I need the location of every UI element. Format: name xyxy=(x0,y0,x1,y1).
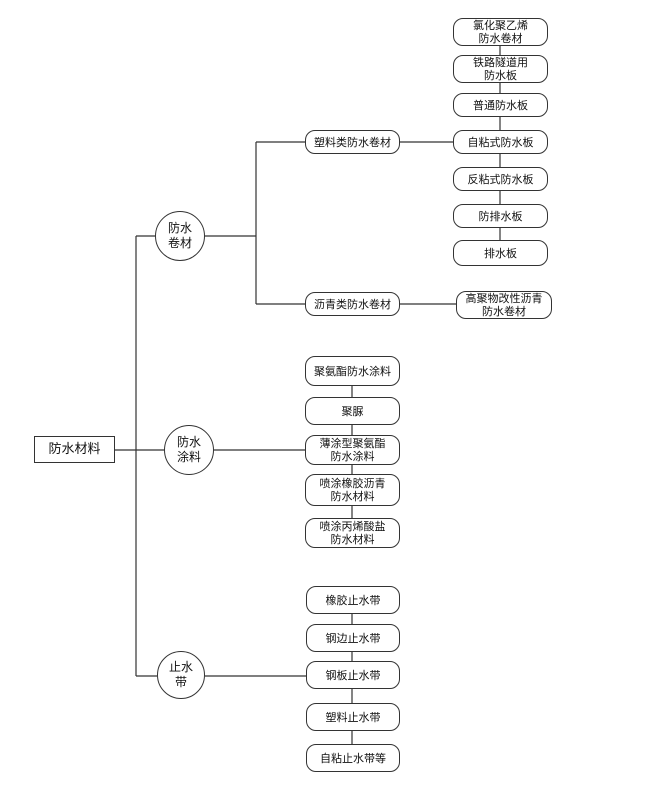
group-node-waterproof-coating: 防水 涂料 xyxy=(164,425,214,475)
item-node: 聚氨酯防水涂料 xyxy=(305,356,400,386)
item-node: 橡胶止水带 xyxy=(306,586,400,614)
root-node: 防水材料 xyxy=(34,436,115,463)
item-node: 氯化聚乙烯 防水卷材 xyxy=(453,18,548,46)
item-node: 喷涂丙烯酸盐 防水材料 xyxy=(305,518,400,548)
item-node: 排水板 xyxy=(453,240,548,266)
item-node: 聚脲 xyxy=(305,397,400,425)
item-node: 自粘式防水板 xyxy=(453,130,548,154)
item-node: 自粘止水带等 xyxy=(306,744,400,772)
item-node: 普通防水板 xyxy=(453,93,548,117)
item-node: 反粘式防水板 xyxy=(453,167,548,191)
item-node: 塑料止水带 xyxy=(306,703,400,731)
group-node-waterproof-membrane: 防水 卷材 xyxy=(155,211,205,261)
subgroup-node-plastic-membrane: 塑料类防水卷材 xyxy=(305,130,400,154)
item-node: 喷涂橡胶沥青 防水材料 xyxy=(305,474,400,506)
item-node: 铁路隧道用 防水板 xyxy=(453,55,548,83)
item-node: 钢边止水带 xyxy=(306,624,400,652)
item-node: 薄涂型聚氨酯 防水涂料 xyxy=(305,435,400,465)
item-node: 钢板止水带 xyxy=(306,661,400,689)
group-node-waterstop: 止水 带 xyxy=(157,651,205,699)
item-node: 防排水板 xyxy=(453,204,548,228)
subgroup-node-asphalt-membrane: 沥青类防水卷材 xyxy=(305,292,400,316)
item-node: 高聚物改性沥青 防水卷材 xyxy=(456,291,552,319)
